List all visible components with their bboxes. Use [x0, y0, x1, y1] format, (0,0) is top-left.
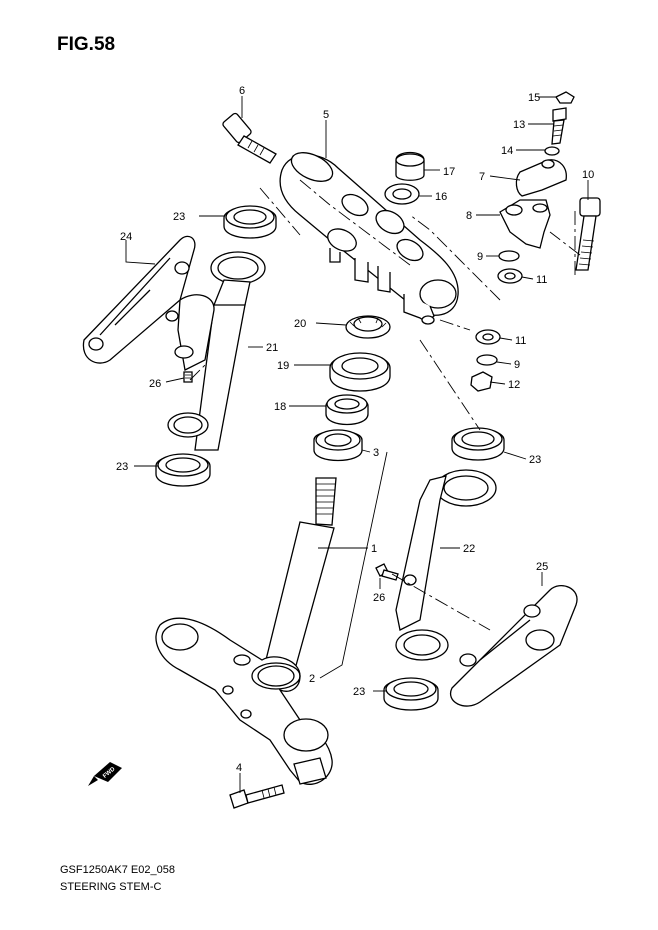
callout-10: 10 [582, 169, 594, 181]
callout-23-right: 23 [529, 454, 541, 466]
footer-code: GSF1250AK7 E02_058 [60, 864, 175, 876]
part-6-bolt [222, 112, 277, 164]
callout-26-left: 26 [149, 378, 161, 390]
part-11-washer-lower [475, 329, 501, 345]
callout-7: 7 [479, 171, 485, 183]
callout-11-lower: 11 [515, 335, 526, 347]
part-1-steering-stem [155, 477, 337, 785]
part-7-handlebar-clamp [515, 159, 567, 197]
callout-23-bottom: 23 [353, 686, 365, 698]
callout-19: 19 [277, 360, 289, 372]
callout-13: 13 [513, 119, 525, 131]
callout-17: 17 [443, 166, 455, 178]
part-26-bolt-right [375, 563, 399, 581]
callout-6: 6 [239, 85, 245, 97]
part-16-washer [384, 183, 420, 205]
callout-23-upper-left: 23 [173, 211, 185, 223]
callout-14: 14 [501, 145, 513, 157]
part-2-seal [251, 662, 301, 690]
part-15-cap [555, 91, 575, 104]
callout-3: 3 [373, 447, 379, 459]
part-21-bracket-left [167, 251, 266, 451]
part-19-dust-seal [329, 352, 391, 392]
callouts: 6 5 17 16 15 13 14 7 8 10 9 11 11 9 12 2… [116, 85, 594, 774]
part-17-cap [395, 151, 425, 181]
callout-4: 4 [236, 762, 242, 774]
part-3-bearing [313, 429, 363, 462]
callout-24: 24 [120, 231, 132, 243]
callout-16: 16 [435, 191, 447, 203]
callout-12: 12 [508, 379, 520, 391]
part-24-plate-left [82, 235, 196, 364]
callout-26-right: 26 [373, 592, 385, 604]
part-26-bolt-left [183, 371, 193, 383]
callout-20: 20 [294, 318, 306, 330]
leader-lines [125, 96, 589, 793]
callout-23-lower-left: 23 [116, 461, 128, 473]
callout-25: 25 [536, 561, 548, 573]
part-12-nut [470, 371, 493, 392]
part-4-bolt [229, 784, 285, 809]
part-9-washer-lower [476, 354, 498, 366]
part-13-bolt [551, 107, 567, 145]
callout-5: 5 [323, 109, 329, 121]
part-22-bracket-right [395, 469, 497, 661]
part-9-washer-upper [498, 250, 520, 262]
callout-9-upper: 9 [477, 251, 483, 263]
callout-8: 8 [466, 210, 472, 222]
callout-21: 21 [266, 342, 278, 354]
part-10-bolt [575, 197, 601, 271]
assembly-lines [189, 179, 581, 631]
callout-15: 15 [528, 92, 540, 104]
part-18-bearing [325, 394, 369, 426]
footer-caption: STEERING STEM-C [60, 881, 162, 893]
part-23-seal-right [451, 427, 505, 461]
callout-18: 18 [274, 401, 286, 413]
callout-2: 2 [309, 673, 315, 685]
part-20-nut [345, 315, 391, 339]
part-11-washer-upper [497, 268, 523, 284]
callout-9-lower: 9 [514, 359, 520, 371]
part-25-plate-right [449, 585, 578, 707]
callout-22: 22 [463, 543, 475, 555]
figure-title: FIG.58 [57, 34, 116, 55]
part-14-washer [544, 146, 560, 156]
callout-1: 1 [371, 543, 377, 555]
callout-11-upper: 11 [536, 274, 547, 286]
fwd-arrow-icon: FWD [88, 762, 122, 786]
part-23-seal-lower-left [155, 453, 211, 487]
part-23-seal-bottom [383, 677, 439, 711]
part-23-seal-upper-left [223, 205, 277, 239]
part-5-upper-bracket [279, 152, 459, 325]
part-8-clamp-holder [499, 199, 551, 249]
